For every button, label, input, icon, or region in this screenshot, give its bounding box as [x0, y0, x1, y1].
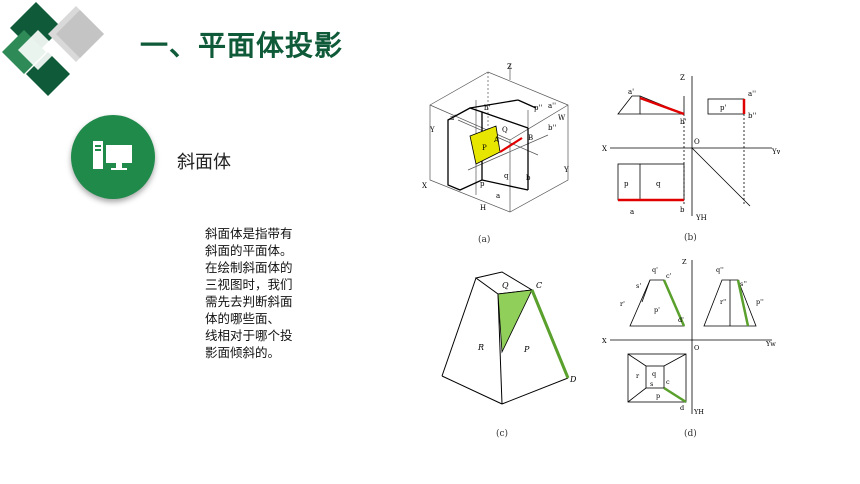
label-w: W — [558, 114, 566, 122]
label-o: O — [694, 344, 699, 352]
label-q1: q' — [652, 266, 658, 274]
edge-cd-top-green — [663, 386, 687, 404]
label-s1: s' — [636, 282, 641, 290]
figure-a: Z Y X Y a' b' p'' a'' b'' Q A B P q a b … — [418, 60, 578, 254]
label-p2: p'' — [534, 104, 542, 112]
edge-cd-side-green — [736, 279, 750, 327]
label-q-upper: Q — [502, 126, 508, 134]
caption-b: (b) — [684, 232, 697, 243]
caption-a: (a) — [478, 234, 490, 245]
label-b2: b'' — [748, 112, 756, 120]
page-title: 一、平面体投影 — [140, 29, 344, 62]
label-z: Z — [507, 63, 512, 71]
label-p-upper: P — [482, 144, 487, 152]
label-p1: p' — [654, 306, 660, 314]
description-line: 影面倾斜的。 — [205, 345, 281, 360]
label-x: X — [422, 182, 427, 190]
label-a: a — [496, 192, 500, 200]
label-q: Q — [502, 281, 509, 290]
shaded-face-q — [497, 289, 533, 354]
label-r: R — [477, 343, 484, 352]
label-d1: d' — [678, 316, 684, 324]
label-p: p — [656, 392, 660, 400]
figure-c: Q C R P D (c) — [436, 270, 586, 444]
monitor-icon — [93, 141, 132, 170]
label-a: a — [630, 208, 634, 216]
label-s: s — [650, 380, 653, 388]
label-b-upper: B — [528, 134, 533, 142]
label-b2: b'' — [548, 124, 556, 132]
caption-c: (c) — [496, 428, 508, 439]
label-a2: a'' — [748, 90, 756, 98]
label-q: q — [504, 172, 509, 180]
label-b1: b' — [680, 118, 686, 126]
description-line: 线相对于哪个投 — [205, 328, 293, 343]
description-line: 需先去判断斜面 — [205, 294, 293, 309]
description-line: 三视图时，我们 — [205, 277, 293, 292]
edge-ab-front-red — [639, 96, 685, 116]
section-badge — [71, 115, 155, 199]
label-o: O — [694, 138, 700, 146]
description-line: 斜面体是指带有 — [205, 226, 293, 241]
label-q2: q'' — [716, 266, 724, 274]
label-d: D — [569, 375, 577, 384]
caption-d: (d) — [684, 428, 697, 439]
description-line: 体的哪些面、 — [205, 311, 281, 326]
logo-diamonds — [2, 2, 104, 96]
label-x: X — [602, 337, 607, 345]
label-p: p — [480, 180, 485, 188]
figure-b: Z a' b' p' a'' b'' X O Yw p q a b YH (b) — [600, 66, 783, 250]
label-b: b — [680, 206, 685, 214]
label-q: q — [656, 180, 661, 188]
label-p: p — [624, 180, 629, 188]
label-yw: Yw — [771, 148, 780, 156]
label-yw: Yw — [765, 340, 776, 348]
label-y: Y — [563, 166, 569, 174]
label-a-upper: A — [493, 136, 500, 144]
description-line: 在绘制斜面体的 — [205, 260, 293, 275]
label-b1: b' — [484, 104, 490, 112]
label-r: r — [636, 372, 640, 380]
label-yh: YH — [693, 408, 704, 416]
label-a1: a' — [628, 88, 634, 96]
label-y2: Y — [429, 126, 435, 134]
description-line: 斜面的平面体。 — [205, 243, 293, 258]
edge-cd-front-green — [662, 279, 686, 327]
label-a2: a'' — [548, 102, 556, 110]
label-s2: s'' — [740, 280, 747, 288]
label-z: Z — [682, 258, 687, 266]
label-q: q — [652, 370, 656, 378]
label-a1: a' — [450, 114, 456, 122]
label-r1: r' — [620, 300, 625, 308]
label-p2: p'' — [756, 298, 764, 306]
label-r2: r'' — [720, 298, 727, 306]
label-yh: YH — [695, 214, 707, 222]
figure-d: Z q' c' s' r' p' d' q'' s'' r'' p'' X O … — [600, 252, 780, 446]
edge-cd-green — [530, 289, 570, 379]
label-p: P — [523, 345, 530, 354]
description: 斜面体是指带有 斜面的平面体。 在绘制斜面体的 三视图时，我们 需先去判断斜面 … — [205, 225, 315, 361]
label-d: d — [680, 404, 684, 412]
label-z: Z — [680, 74, 685, 82]
label-b: b — [526, 174, 531, 182]
label-p2: p' — [720, 104, 726, 112]
label-c1: c' — [666, 272, 672, 280]
section-label: 斜面体 — [177, 152, 231, 173]
label-h: H — [480, 204, 486, 212]
label-x: X — [602, 145, 607, 153]
edge-ab-red — [499, 137, 523, 153]
label-c: C — [536, 281, 542, 290]
label-c: c — [666, 378, 670, 386]
